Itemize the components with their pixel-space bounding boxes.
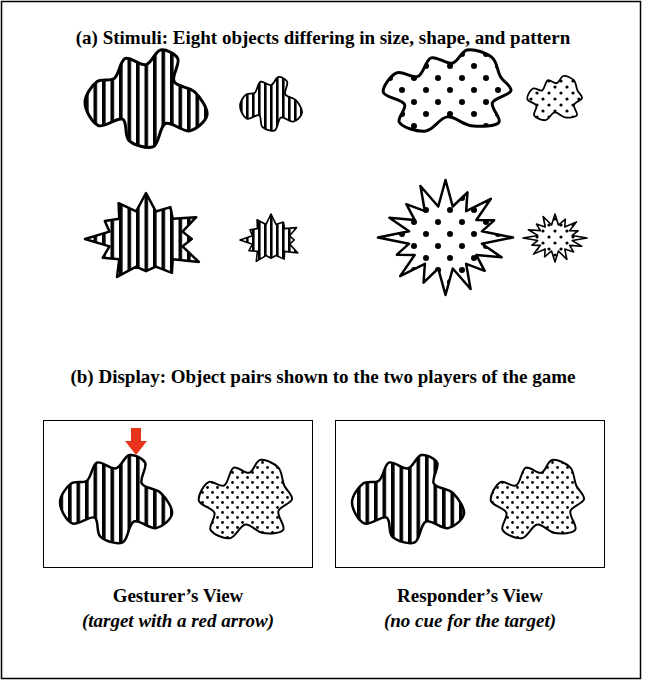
stimulus-object [527, 76, 582, 120]
view-title: Responder’s View [335, 584, 605, 609]
view-panel: Responder’s View(no cue for the target) [335, 420, 605, 633]
stimulus-object [60, 455, 172, 543]
view-frame [335, 420, 605, 568]
target-arrow [125, 428, 147, 455]
stimulus-object [240, 214, 298, 261]
stimulus-object [240, 77, 302, 131]
stimulus-object [352, 455, 464, 543]
view-panel: Gesturer’s View(target with a red arrow) [43, 420, 313, 633]
section-heading: (b) Display: Object pairs shown to the t… [0, 366, 646, 388]
view-note: (target with a red arrow) [43, 609, 313, 634]
view-note: (no cue for the target) [335, 609, 605, 634]
view-title: Gesturer’s View [43, 584, 313, 609]
section-heading: (a) Stimuli: Eight objects differing in … [0, 27, 646, 49]
stimulus-object [85, 50, 207, 148]
view-frame [43, 420, 313, 568]
stimulus-object [491, 460, 584, 539]
stimulus-object [523, 214, 587, 262]
stimulus-object [199, 460, 292, 539]
stimulus-object [85, 193, 199, 277]
stimulus-object [378, 180, 513, 295]
stimulus-object [383, 50, 511, 131]
